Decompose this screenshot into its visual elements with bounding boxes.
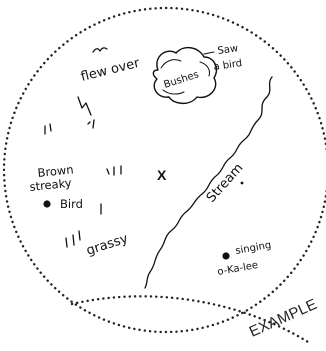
grass-marks-lower — [66, 231, 80, 247]
observer-position-marker: X — [157, 167, 167, 183]
connector-line — [204, 52, 214, 54]
brown-streaky-bird-label-line3: Bird — [60, 197, 83, 211]
flying-bird-mark — [93, 48, 107, 52]
example-corner-label: EXAMPLE — [247, 296, 320, 341]
grass-marks-middle — [101, 166, 121, 214]
singing-bird-location-dot — [222, 252, 229, 259]
saw-a-bird-label-line1: Saw — [217, 43, 239, 57]
bushes-label: Bushes — [163, 69, 201, 91]
saw-a-bird-label-line2: a bird — [213, 58, 243, 73]
singing-label-line2: o-Ka-lee — [217, 260, 259, 278]
grassy-label: grassy — [85, 231, 131, 259]
flew-over-label: flew over — [79, 56, 141, 85]
brown-bird-location-dot — [43, 200, 50, 207]
stream-dot — [241, 182, 244, 185]
brown-streaky-bird-label-line2: streaky — [29, 176, 73, 194]
grass-marks-upper — [45, 97, 94, 134]
singing-label-line1: singing — [235, 240, 273, 257]
